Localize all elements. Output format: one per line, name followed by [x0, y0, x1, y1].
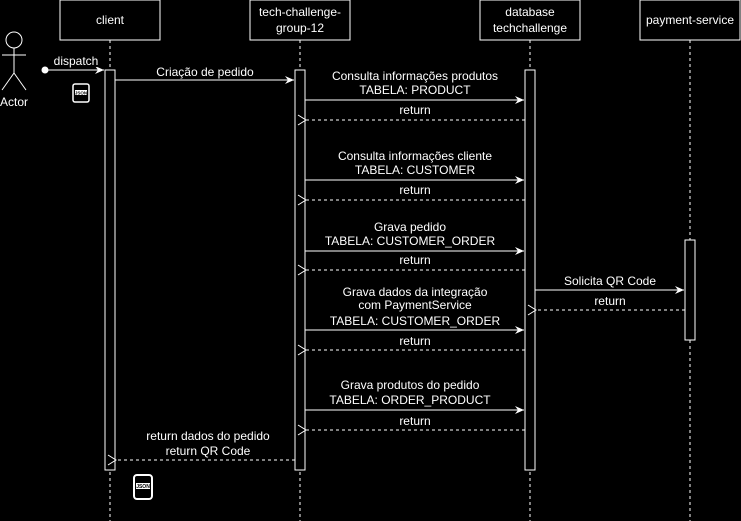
svg-text:return: return	[399, 103, 430, 117]
participant-client: client	[59, 0, 161, 41]
message-consulta-cliente: Consulta informações cliente TABELA: CUS…	[305, 148, 524, 184]
message-return-payment: return	[527, 294, 685, 316]
activation-client	[104, 69, 116, 471]
message-return-produtos: return	[297, 103, 525, 126]
svg-text:JSON: JSON	[136, 484, 150, 490]
svg-text:Grava produtos do pedido: Grava produtos do pedido	[341, 378, 480, 392]
participant-db-label-line2: techchallenge	[493, 21, 567, 35]
actor-label: Actor	[0, 95, 28, 109]
message-solicita-qr-code: Solicita QR Code	[535, 274, 684, 294]
svg-text:TABELA: CUSTOMER: TABELA: CUSTOMER	[355, 163, 476, 177]
svg-text:Solicita QR Code: Solicita QR Code	[564, 274, 656, 288]
message-return-final: return dados do pedido return QR Code	[107, 429, 295, 466]
participant-db: database techchallenge	[479, 0, 581, 41]
svg-text:Grava pedido: Grava pedido	[374, 220, 446, 234]
participant-app-label-line2: group-12	[276, 21, 324, 35]
actor-figure	[1, 31, 27, 91]
svg-text:Consulta informações cliente: Consulta informações cliente	[338, 149, 492, 163]
svg-text:TABELA: CUSTOMER_ORDER: TABELA: CUSTOMER_ORDER	[330, 314, 501, 328]
message-return-pedido: return	[297, 253, 525, 276]
json-file-icon: JSON	[72, 83, 90, 103]
svg-text:TABELA: PRODUCT: TABELA: PRODUCT	[359, 83, 471, 97]
participant-db-label-line1: database	[505, 5, 555, 19]
participant-app: tech-challenge- group-12	[249, 0, 351, 41]
svg-text:return: return	[399, 414, 430, 428]
message-return-produtos-pedido: return	[297, 414, 525, 436]
svg-text:Consulta informações produtos: Consulta informações produtos	[332, 69, 498, 83]
svg-text:Criação de pedido: Criação de pedido	[156, 65, 254, 79]
json-file-icon-bottom: JSON	[127, 471, 159, 503]
message-dispatch: dispatch	[41, 54, 104, 74]
svg-text:return: return	[594, 294, 625, 308]
svg-text:TABELA: CUSTOMER_ORDER: TABELA: CUSTOMER_ORDER	[325, 234, 496, 248]
svg-text:return: return	[399, 334, 430, 348]
participant-app-label-line1: tech-challenge-	[259, 5, 341, 19]
activation-db	[524, 69, 536, 471]
svg-text:Grava dados da integração: Grava dados da integração	[343, 285, 488, 299]
svg-text:com PaymentService: com PaymentService	[358, 298, 472, 312]
svg-text:return QR Code: return QR Code	[166, 444, 251, 458]
svg-text:return: return	[399, 183, 430, 197]
message-consulta-produtos: Consulta informações produtos TABELA: PR…	[305, 68, 524, 104]
svg-text:return dados do pedido: return dados do pedido	[146, 429, 270, 443]
svg-text:dispatch: dispatch	[54, 54, 99, 68]
message-criacao-pedido: Criação de pedido	[115, 65, 294, 84]
activation-payment	[684, 239, 696, 341]
message-grava-produtos: Grava produtos do pedido TABELA: ORDER_P…	[305, 378, 524, 414]
message-return-cliente: return	[297, 183, 525, 206]
activation-app	[294, 69, 306, 471]
participant-payment-label: payment-service	[646, 13, 734, 27]
svg-text:JSON: JSON	[75, 91, 87, 96]
message-return-integracao: return	[297, 334, 525, 356]
svg-text:return: return	[399, 253, 430, 267]
message-grava-integracao: Grava dados da integração com PaymentSer…	[305, 284, 524, 334]
participant-payment: payment-service	[639, 0, 741, 41]
svg-text:TABELA: ORDER_PRODUCT: TABELA: ORDER_PRODUCT	[329, 393, 491, 407]
message-grava-pedido: Grava pedido TABELA: CUSTOMER_ORDER	[305, 219, 524, 255]
participant-client-label: client	[96, 13, 125, 27]
